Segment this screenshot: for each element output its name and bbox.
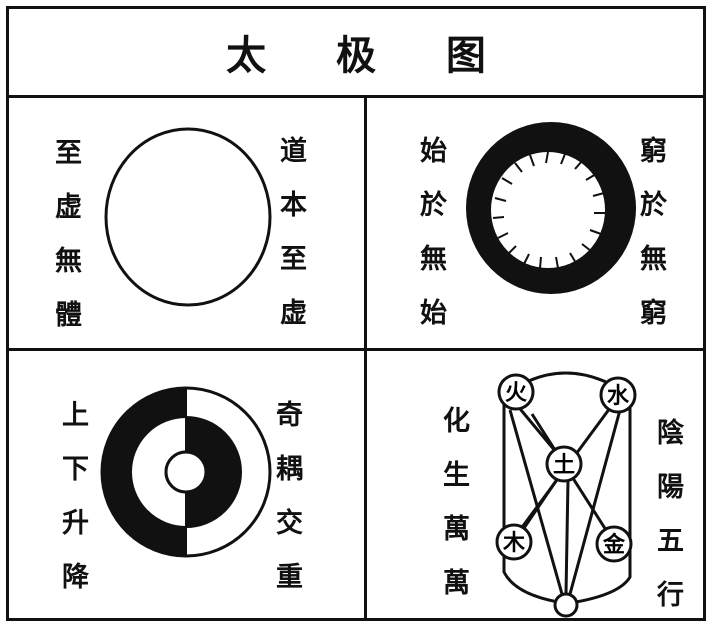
char: 下 [62, 454, 89, 485]
node-fire-label: 火 [505, 381, 527, 406]
node-earth-label: 土 [553, 453, 575, 478]
five-elements-figure: 火 水 土 木 金 [495, 371, 637, 618]
panel1-left-text: 至 虚 無 體 [55, 140, 82, 356]
panel3-left-text: 上 下 升 降 [62, 402, 89, 618]
char: 於 [640, 190, 667, 221]
char: 生 [443, 460, 470, 491]
char: 至 [280, 244, 307, 275]
char: 陽 [657, 472, 684, 503]
panel3-right-text: 奇 耦 交 重 [276, 402, 303, 618]
char: 道 [280, 136, 307, 167]
char: 虚 [55, 192, 82, 223]
char: 窮 [640, 136, 667, 167]
node-fire: 火 [497, 373, 535, 411]
yin-yang-rings-figure [100, 386, 272, 558]
char: 萬 [443, 514, 470, 545]
diagram-frame [6, 6, 706, 621]
char: 至 [55, 138, 82, 169]
char: 本 [280, 190, 307, 221]
panel4-left-text: 化 生 萬 萬 [443, 408, 470, 624]
node-wood-label: 木 [502, 531, 526, 556]
panel1-right-text: 道 本 至 虚 [280, 138, 307, 354]
char: 五 [657, 526, 684, 557]
char: 虚 [280, 298, 307, 329]
char: 始 [420, 136, 447, 167]
right-side-line [575, 398, 632, 604]
node-earth: 土 [545, 445, 583, 483]
black-ring-figure [466, 122, 636, 294]
middle-ring-white-half [131, 417, 186, 527]
row-divider [6, 348, 706, 351]
bottom-node [553, 592, 579, 618]
empty-circle-figure [104, 127, 272, 307]
title-divider [6, 95, 706, 98]
char: 無 [55, 246, 82, 277]
panel2-left-text: 始 於 無 始 [420, 138, 447, 354]
middle-ring-black-half [186, 417, 241, 527]
node-metal-label: 金 [602, 532, 626, 558]
node-water: 水 [599, 376, 637, 414]
ring-spikes [492, 151, 605, 269]
char: 奇 [276, 400, 303, 431]
left-side-line [502, 398, 559, 604]
panel4-right-text: 陰 陽 五 行 [657, 420, 684, 636]
water-to-bottom-line [568, 409, 622, 595]
earth-to-bottom-line [564, 479, 570, 595]
char: 萬 [443, 568, 470, 599]
char: 重 [276, 562, 303, 593]
char: 升 [62, 508, 89, 539]
char: 無 [640, 244, 667, 275]
char: 化 [443, 406, 470, 437]
panel2-right-text: 窮 於 無 窮 [640, 138, 667, 354]
char: 上 [62, 400, 89, 431]
page-title: 太 极 图 [226, 33, 514, 79]
column-divider [364, 95, 367, 621]
fire-to-earth-line [514, 403, 558, 453]
char: 窮 [640, 298, 667, 329]
char: 陰 [657, 418, 684, 449]
char: 無 [420, 244, 447, 275]
char: 降 [62, 562, 89, 593]
fire-to-bottom-line [508, 409, 564, 595]
empty-circle [104, 127, 272, 307]
char: 體 [55, 300, 82, 331]
char: 行 [657, 580, 684, 611]
node-water-label: 水 [607, 384, 630, 409]
node-metal: 金 [595, 525, 633, 563]
char: 耦 [276, 454, 303, 485]
black-ring-inner [491, 152, 605, 268]
node-wood: 木 [495, 523, 533, 561]
char: 交 [276, 508, 303, 539]
char: 於 [420, 190, 447, 221]
earth-to-wood-line [522, 477, 560, 529]
char: 始 [420, 298, 447, 329]
